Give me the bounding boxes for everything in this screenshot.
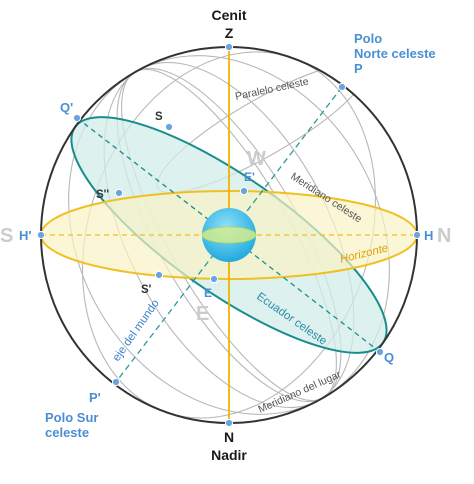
- z-label: Z: [225, 25, 234, 41]
- e-prime-point: [239, 186, 249, 196]
- polo-norte-p-label: P: [354, 61, 363, 76]
- big-e-cardinal: E: [196, 303, 209, 325]
- q-prime-point: [72, 113, 82, 123]
- polo-norte-label-1: Polo: [354, 31, 382, 46]
- polo-sur-p-label: P': [89, 390, 101, 405]
- nadir-label: Nadir: [211, 447, 247, 463]
- q-prime-label: Q': [60, 100, 73, 115]
- q-point: [375, 347, 385, 357]
- s-double-label: S'': [96, 189, 109, 201]
- e-prime-label: E': [244, 170, 255, 184]
- polo-norte-label-2: Norte celeste: [354, 46, 436, 61]
- s-double-point: [114, 188, 124, 198]
- paralelo-celeste-label: Paralelo celeste: [234, 76, 310, 103]
- big-w-cardinal: W: [247, 148, 266, 170]
- h-point: [412, 230, 422, 240]
- s-label: S: [155, 111, 163, 123]
- s-prime-point: [154, 270, 164, 280]
- sphere-points: [36, 42, 422, 428]
- south-pole-point: [111, 377, 121, 387]
- eje-del-mundo-label: eje del mundo: [111, 298, 162, 364]
- earth-globe: [201, 208, 257, 262]
- north-pole-point: [337, 82, 347, 92]
- big-s-cardinal: S: [0, 225, 13, 247]
- h-prime-point: [36, 230, 46, 240]
- h-prime-label: H': [19, 228, 31, 243]
- s-prime-label: S': [141, 284, 152, 296]
- e-point: [209, 274, 219, 284]
- zenith-point: [224, 42, 234, 52]
- h-label: H: [424, 228, 433, 243]
- n-bottom-label: N: [224, 429, 234, 445]
- nadir-point: [224, 418, 234, 428]
- q-label: Q: [384, 350, 394, 365]
- polo-sur-label-1: Polo Sur: [45, 410, 98, 425]
- polo-sur-label-2: celeste: [45, 425, 89, 440]
- big-n-cardinal: N: [437, 225, 451, 247]
- cenit-label: Cenit: [212, 7, 247, 23]
- s-point: [164, 122, 174, 132]
- e-label: E: [204, 286, 212, 300]
